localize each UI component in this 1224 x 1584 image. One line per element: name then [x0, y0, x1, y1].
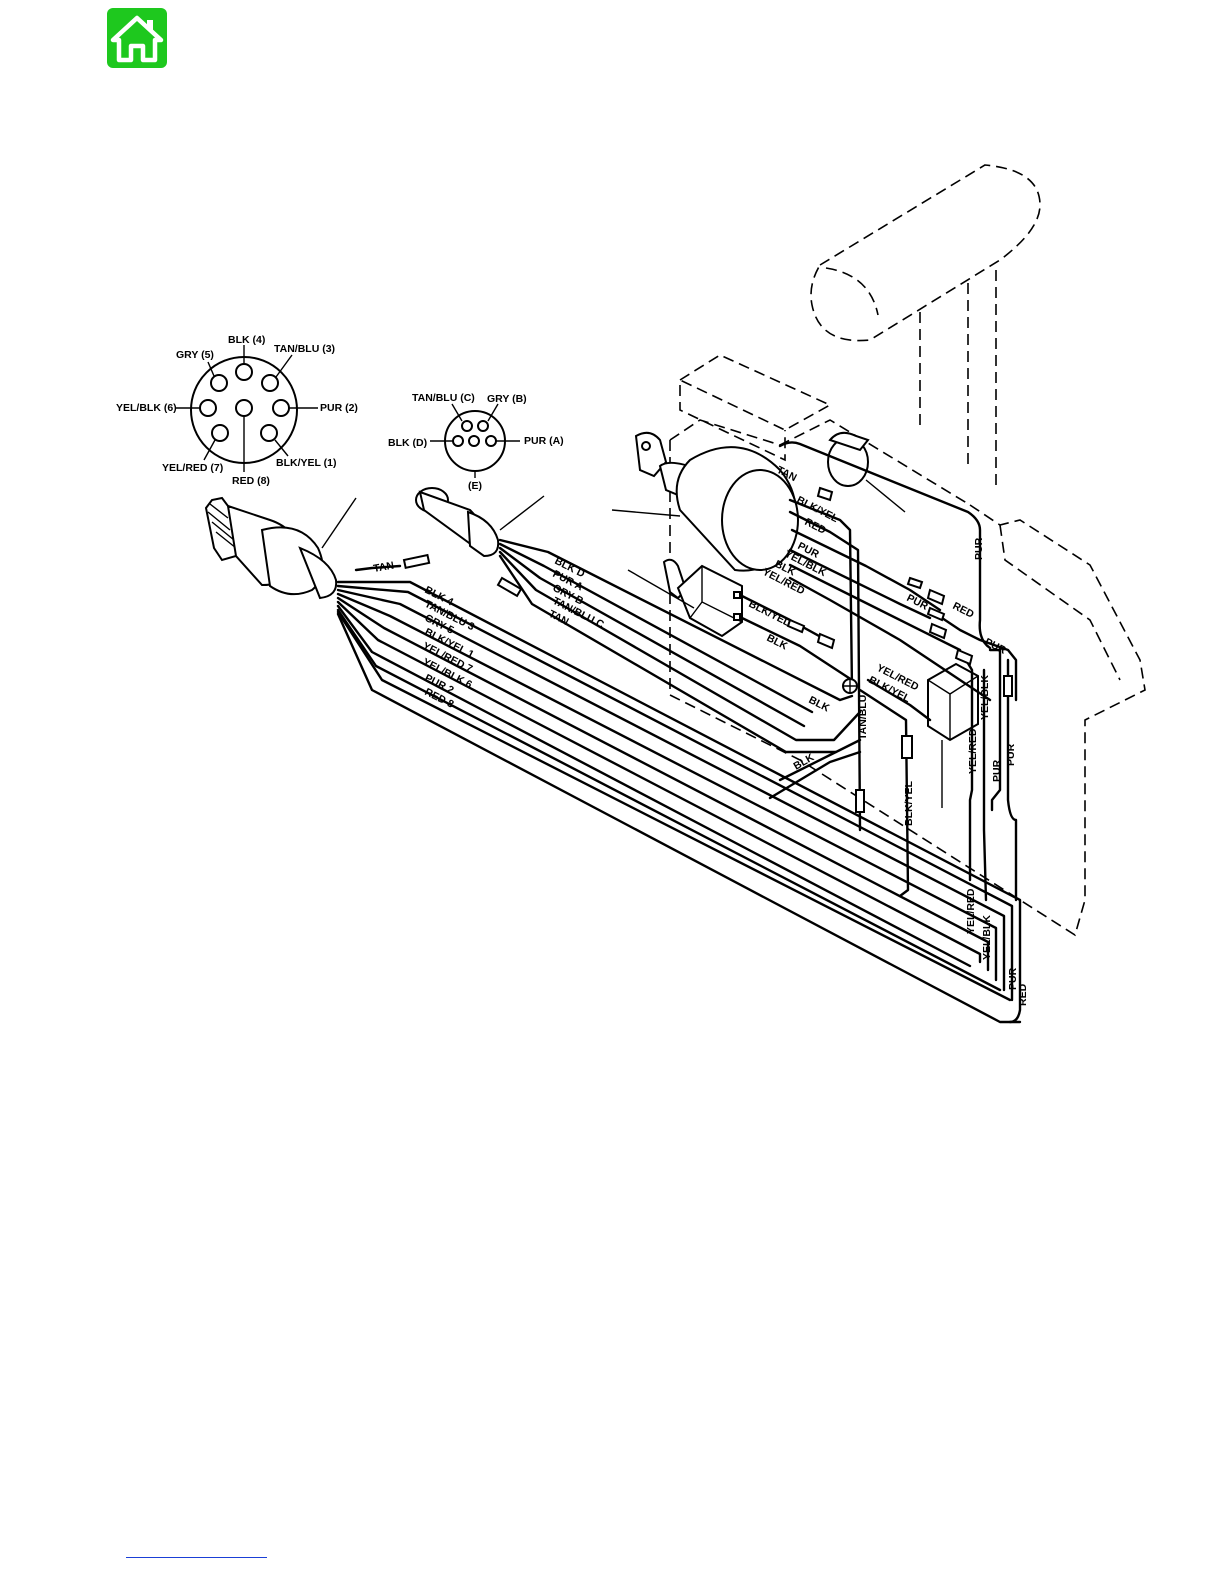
harness-8pin-labels: BLK 4 TAN/BLU 3 GRY 5 BLK/YEL 1 YEL/RED … — [421, 584, 477, 711]
harness-8pin-wires — [336, 580, 1022, 1024]
right-label-pur-v2: PUR — [1005, 743, 1017, 766]
right-label-blkyel-v: BLK/YEL — [903, 780, 915, 826]
right-label-yelblk-v: YEL/BLK — [979, 675, 991, 720]
warning-horn — [827, 431, 906, 513]
label-red8: RED (8) — [232, 475, 270, 487]
right-label-pur-a: PUR — [905, 592, 931, 613]
label-gryB: GRY (B) — [487, 393, 527, 405]
right-label-pur-top: PUR — [973, 537, 985, 560]
label-gry5: GRY (5) — [176, 349, 214, 361]
pin-blk4 — [235, 363, 253, 381]
label-blkD: BLK (D) — [388, 437, 427, 449]
toggle-labels: BLK/YEL BLK — [747, 598, 793, 653]
label-tanbluC: TAN/BLU (C) — [412, 392, 475, 404]
label-blk4: BLK (4) — [228, 334, 265, 346]
pin-gry5 — [210, 374, 228, 392]
label-purA: PUR (A) — [524, 435, 564, 447]
right-label-blk-bottom: BLK — [792, 751, 817, 772]
right-label-yelblk-v2: YEL/BLK — [981, 915, 993, 960]
pin-yelred7 — [211, 424, 229, 442]
right-side-wires — [740, 441, 1018, 902]
control-box-outline — [669, 164, 1146, 937]
plug-5pin — [415, 487, 545, 598]
right-label-pur-b: PUR — [983, 636, 1009, 657]
right-label-red: RED — [951, 600, 977, 621]
home-button[interactable] — [107, 8, 167, 68]
home-icon — [107, 8, 167, 68]
connector-5pin-diagram: TAN/BLU (C) GRY (B) BLK (D) PUR (A) (E) — [388, 392, 564, 492]
toggle-switch — [627, 558, 743, 638]
right-label-yelred-v2: YEL/RED — [965, 888, 977, 934]
pin-blkyel1 — [260, 424, 278, 442]
label-yelblk6: YEL/BLK (6) — [116, 402, 177, 414]
label-yelred7: YEL/RED (7) — [162, 462, 223, 474]
right-label-red-v: RED — [1017, 983, 1029, 1006]
right-label-pur-v1: PUR — [991, 759, 1003, 782]
ignition-switch — [611, 431, 799, 572]
pin-pur2 — [272, 399, 290, 417]
label-blkyel1: BLK/YEL (1) — [276, 457, 336, 469]
label-e: (E) — [468, 480, 482, 492]
label-tanblu3: TAN/BLU (3) — [274, 343, 335, 355]
right-label-tanblu: TAN/BLU — [857, 695, 869, 740]
right-label-yelred-v: YEL/RED — [967, 728, 979, 774]
footer-link-underline[interactable] — [126, 1557, 267, 1558]
right-label-pur-v3: PUR — [1007, 967, 1019, 990]
pin-yelblk6 — [199, 399, 217, 417]
toggle-label-blk: BLK — [765, 632, 790, 653]
label-pur2: PUR (2) — [320, 402, 358, 414]
connector-8pin-diagram: BLK (4) TAN/BLU (3) GRY (5) PUR (2) YEL/… — [116, 334, 358, 487]
pin-center — [235, 399, 253, 417]
loose-lead-label: TAN — [372, 560, 395, 575]
plug-8pin — [204, 496, 357, 600]
harness-5pin-wires — [354, 538, 862, 800]
pin-tanblu3 — [261, 374, 279, 392]
